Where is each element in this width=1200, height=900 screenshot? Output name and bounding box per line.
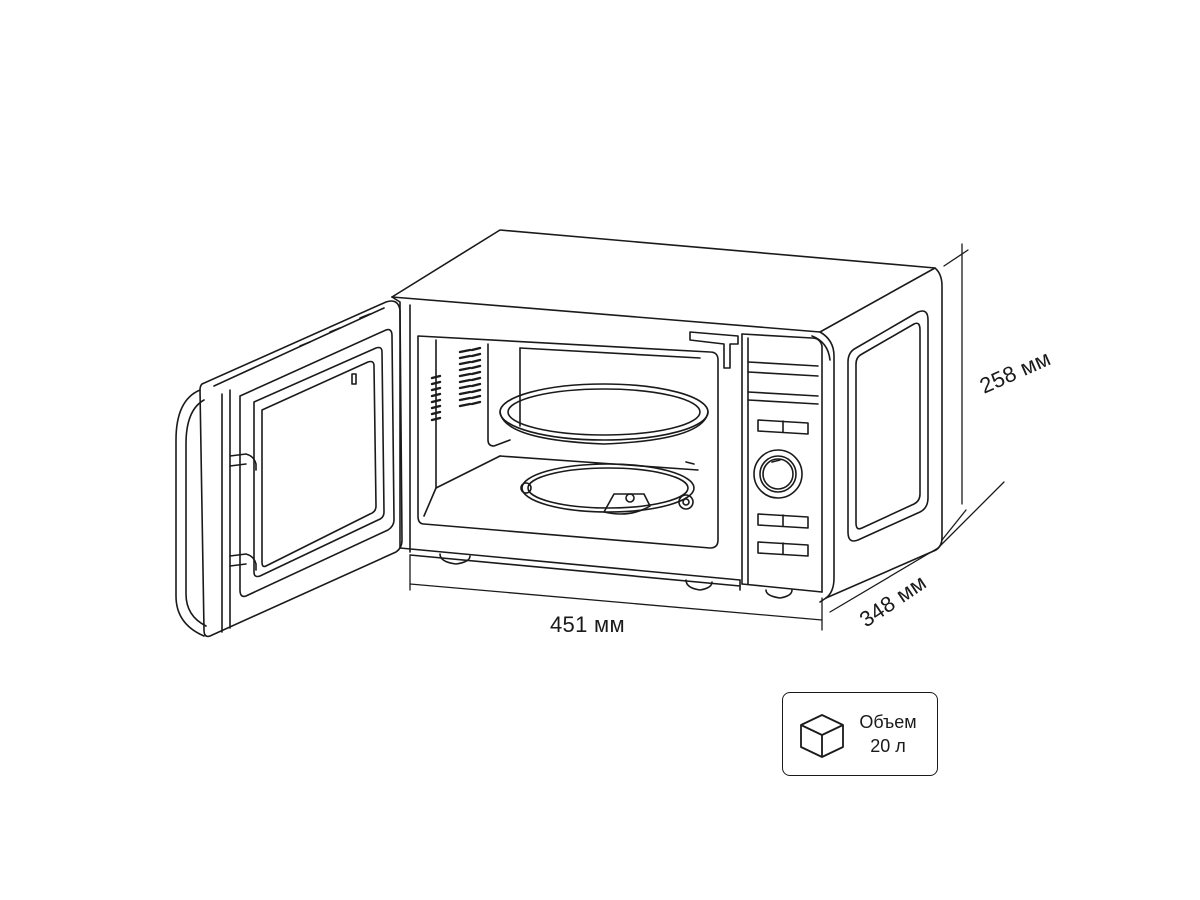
height-label: 258 мм [976,345,1055,398]
turntable-plate [499,383,709,445]
volume-badge: Объем 20 л [782,692,938,776]
microwave-body [391,229,943,603]
front-frame [391,296,741,591]
roller-ring [520,461,695,515]
volume-value: 20 л [870,736,906,756]
dimension-lines [409,243,1005,631]
control-panel [741,333,823,593]
width-label: 451 мм [550,612,625,637]
volume-label: Объем [859,712,917,732]
feet [439,553,793,599]
cube-icon [800,714,844,758]
side-panel [847,310,929,542]
depth-label: 348 мм [855,570,931,633]
control-knob[interactable] [753,449,803,499]
open-door[interactable] [175,300,403,638]
